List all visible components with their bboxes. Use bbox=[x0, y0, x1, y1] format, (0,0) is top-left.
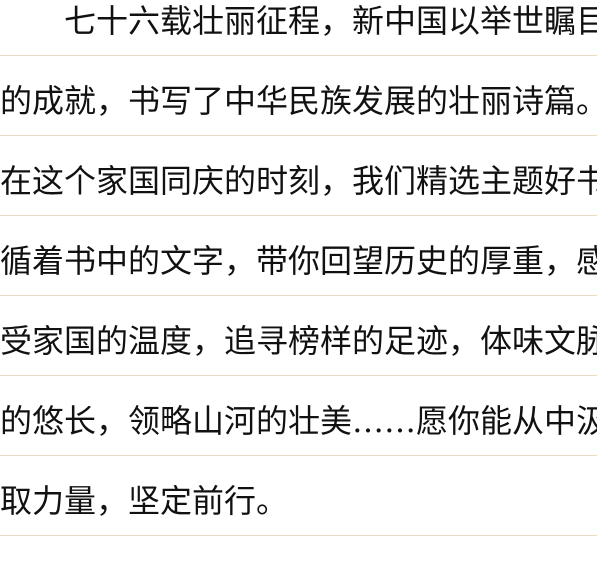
ruled-line bbox=[0, 375, 597, 376]
paragraph-line: 的成就，书写了中华民族发展的壮丽诗篇。 bbox=[0, 84, 597, 120]
text-line-5: 受家国的温度，追寻榜样的足迹，体味文脉 bbox=[0, 324, 597, 404]
text-line-6: 的悠长，领略山河的壮美……愿你能从中汲 bbox=[0, 404, 597, 484]
ruled-line bbox=[0, 455, 597, 456]
ruled-line bbox=[0, 135, 597, 136]
paragraph-line: 七十六载壮丽征程，新中国以举世瞩目 bbox=[64, 4, 597, 40]
ruled-line bbox=[0, 215, 597, 216]
text-line-1: 七十六载壮丽征程，新中国以举世瞩目 bbox=[0, 4, 597, 84]
text-line-2: 的成就，书写了中华民族发展的壮丽诗篇。 bbox=[0, 84, 597, 164]
text-line-4: 循着书中的文字，带你回望历史的厚重，感 bbox=[0, 244, 597, 324]
paragraph-line: 的悠长，领略山河的壮美……愿你能从中汲 bbox=[0, 404, 597, 440]
text-line-3: 在这个家国同庆的时刻，我们精选主题好书， bbox=[0, 164, 597, 244]
document-page: 七十六载壮丽征程，新中国以举世瞩目 的成就，书写了中华民族发展的壮丽诗篇。 在这… bbox=[0, 4, 597, 536]
paragraph-line: 在这个家国同庆的时刻，我们精选主题好书， bbox=[0, 164, 597, 200]
paragraph-line: 受家国的温度，追寻榜样的足迹，体味文脉 bbox=[0, 324, 597, 360]
paragraph-line: 取力量，坚定前行。 bbox=[0, 484, 289, 520]
ruled-line bbox=[0, 55, 597, 56]
paragraph-line: 循着书中的文字，带你回望历史的厚重，感 bbox=[0, 244, 597, 280]
ruled-line bbox=[0, 295, 597, 296]
text-line-7: 取力量，坚定前行。 bbox=[0, 484, 597, 564]
